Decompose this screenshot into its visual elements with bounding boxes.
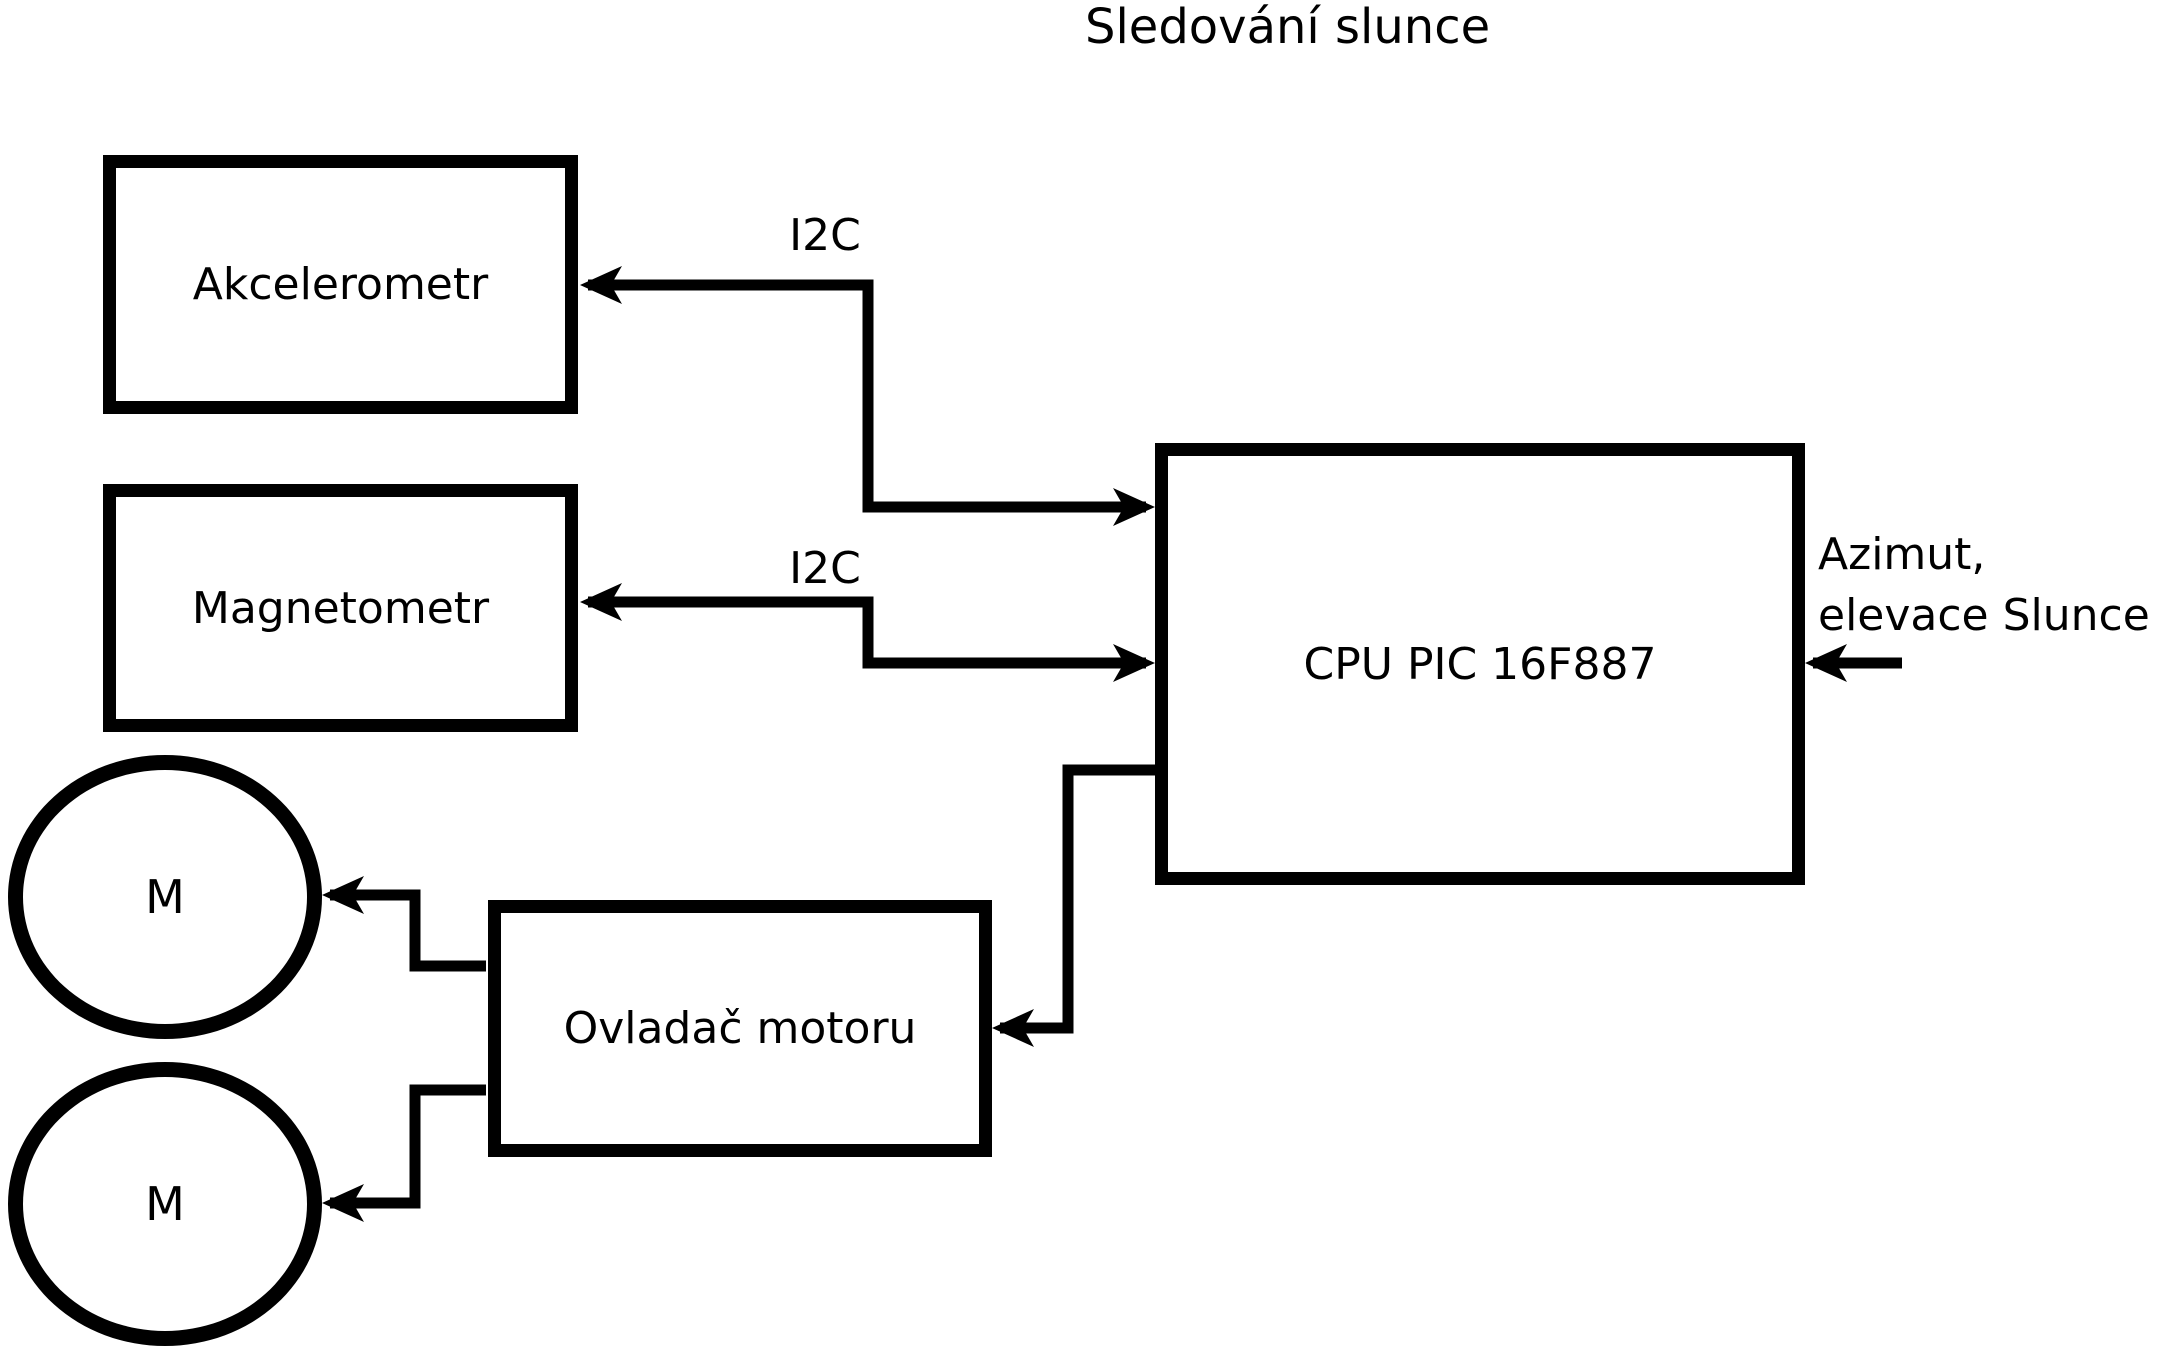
azimut-line-1: Azimut, [1818,529,1986,580]
motor-top-label: M [145,870,185,924]
motor-bottom-circle: M [8,1062,322,1346]
arrowhead-into-akcelerometr [580,266,622,304]
arrowhead-into-ovladac [992,1009,1034,1047]
i2c-label-akcelerometr: I2C [789,210,861,261]
diagram-title: Sledování slunce [1085,0,1491,55]
block-ovladac-motoru: Ovladač motoru [488,900,992,1157]
i2c-label-magnetometr: I2C [789,543,861,594]
wire-i2c-magnetometr [588,596,1146,669]
azimut-elevace-label: Azimut, elevace Slunce [1818,524,2150,646]
block-akcelerometr-label: Akcelerometr [192,259,489,310]
block-cpu-label: CPU PIC 16F887 [1303,638,1657,690]
wire-ovladac-to-motor-bottom [330,1084,486,1209]
motor-top-circle: M [8,755,322,1039]
arrowhead-into-motor-top [322,876,364,914]
block-magnetometr: Magnetometr [103,484,578,732]
arrowhead-into-cpu-bottom [1113,644,1155,682]
arrowhead-into-motor-bottom [322,1184,364,1222]
block-ovladac-motoru-label: Ovladač motoru [563,1003,917,1054]
block-cpu: CPU PIC 16F887 [1155,443,1805,885]
arrowhead-into-magnetometr [580,583,622,621]
arrowhead-into-cpu-top [1113,488,1155,526]
wire-i2c-akcelerometr [588,279,1146,513]
wire-ovladac-to-motor-top [330,889,486,972]
azimut-line-2: elevace Slunce [1818,590,2150,641]
block-magnetometr-label: Magnetometr [191,582,490,634]
arrowhead-into-cpu-right [1805,644,1847,682]
block-akcelerometr: Akcelerometr [103,155,578,414]
motor-bottom-label: M [145,1177,185,1231]
wire-cpu-to-ovladac [1000,764,1157,1034]
